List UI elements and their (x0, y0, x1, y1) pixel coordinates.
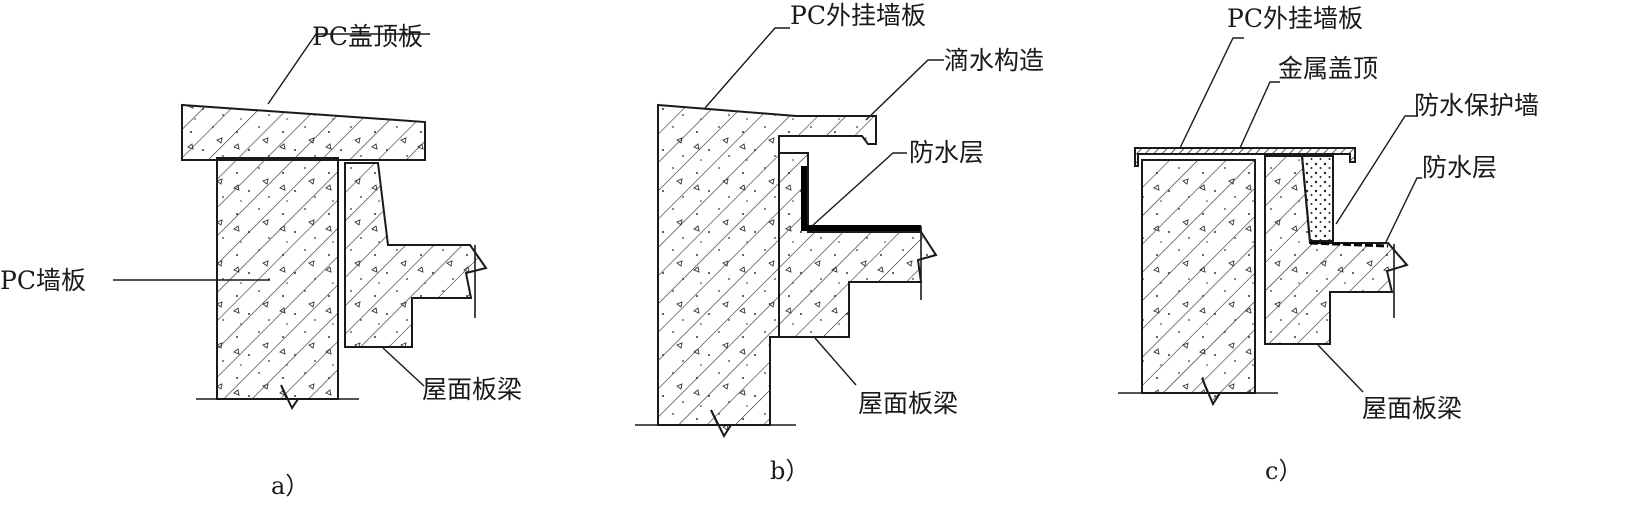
label-wall-panel-a: PC墙板 (0, 266, 86, 295)
roof-beam-a (344, 162, 488, 348)
leader-metal-coping-c (1239, 81, 1280, 149)
leader-drip-b (865, 59, 944, 121)
pc-cap-panel-a (181, 103, 426, 161)
label-protection-wall-c: 防水保护墙 (1414, 91, 1539, 120)
figure-b: PC外挂墙板 滴水构造 防水层 屋面板梁 b） (635, 1, 1044, 485)
leader-roof-beam-b (814, 337, 857, 386)
leader-roof-beam-c (1317, 344, 1364, 393)
metal-coping-c (1134, 147, 1356, 167)
caption-b: b） (770, 457, 809, 485)
waterproof-layer-b (801, 166, 921, 231)
leader-cap-panel-a (267, 33, 430, 105)
label-cap-panel-a: PC盖顶板 (312, 22, 423, 51)
leader-protection-wall-c (1335, 115, 1418, 225)
label-hanging-panel-c: PC外挂墙板 (1227, 4, 1363, 33)
label-waterproof-b: 防水层 (909, 138, 984, 167)
label-roof-beam-c: 屋面板梁 (1362, 394, 1462, 423)
leader-hanging-panel-b (704, 27, 790, 109)
pc-hanging-panel-b (657, 103, 877, 439)
caption-c: c） (1265, 457, 1302, 485)
figure-c: PC外挂墙板 金属盖顶 防水保护墙 防水层 屋面板梁 c） (1118, 4, 1539, 485)
pc-hanging-panel-c (1141, 159, 1256, 407)
waterproof-layer-c (1309, 241, 1389, 248)
label-roof-beam-a: 屋面板梁 (422, 375, 522, 404)
roof-beam-b (778, 152, 938, 338)
label-waterproof-c: 防水层 (1422, 153, 1497, 182)
label-metal-coping-c: 金属盖顶 (1278, 54, 1378, 83)
pc-wall-panel-a (216, 157, 339, 411)
label-roof-beam-b: 屋面板梁 (858, 389, 958, 418)
label-hanging-panel-b: PC外挂墙板 (790, 1, 926, 30)
figure-a: PC盖顶板 PC墙板 屋面板梁 a） (0, 22, 522, 500)
roof-beam-c (1264, 155, 1409, 345)
leader-waterproof-b (811, 152, 907, 227)
label-drip-b: 滴水构造 (944, 46, 1044, 75)
leader-waterproof-c (1384, 177, 1422, 245)
caption-a: a） (271, 472, 309, 500)
leader-roof-beam-a (382, 347, 425, 387)
leader-hanging-panel-c (1179, 37, 1244, 149)
